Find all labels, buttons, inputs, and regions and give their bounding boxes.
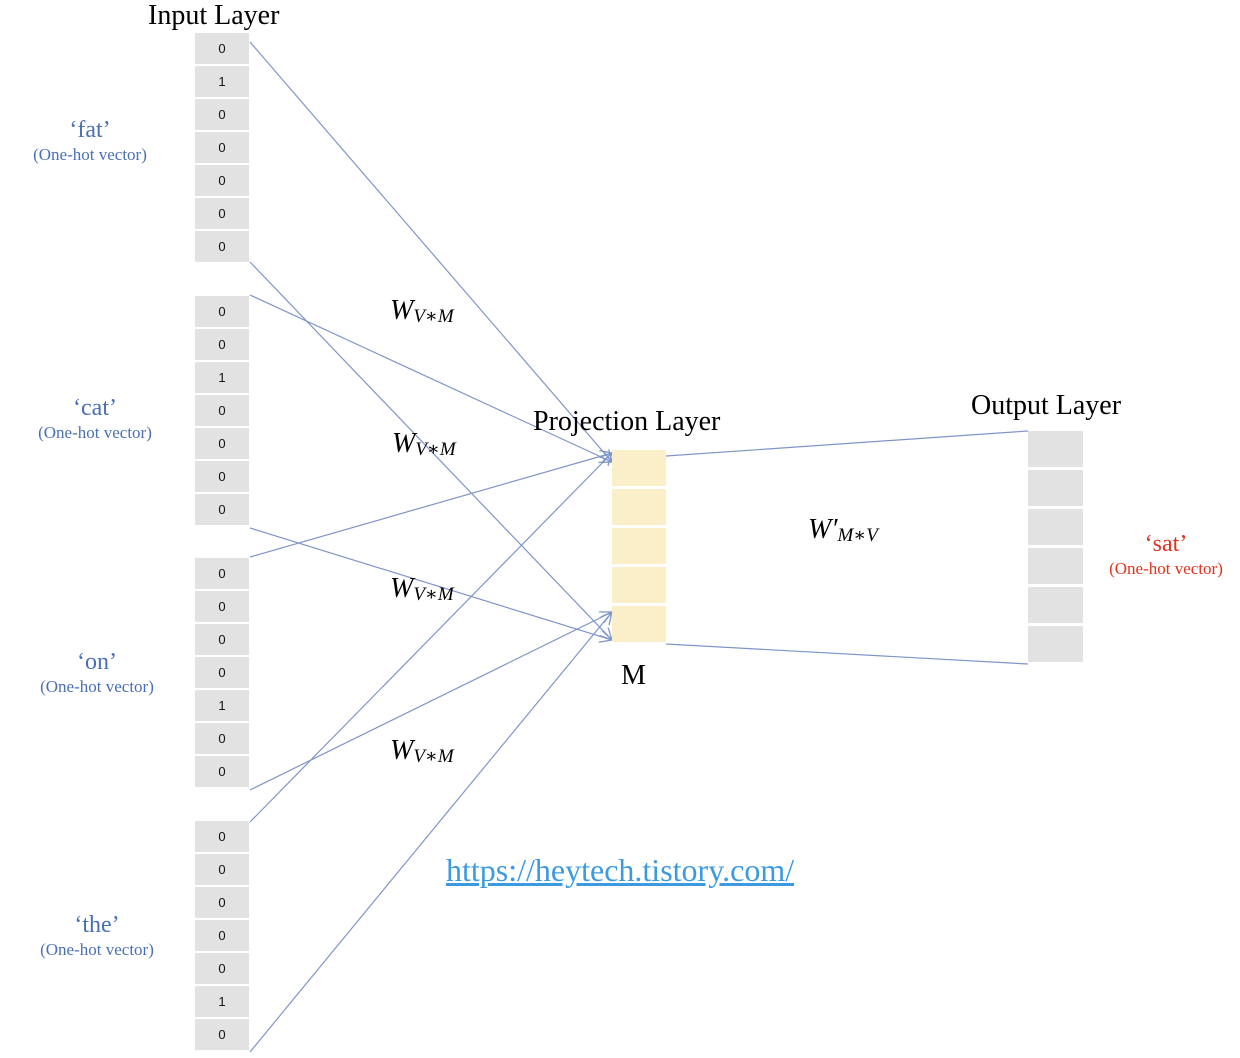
- word-cat-note: (One-hot vector): [38, 423, 152, 442]
- vector-cell: 1: [195, 690, 249, 721]
- weight-symbol-output: W′: [808, 514, 838, 545]
- vector-cell: 1: [195, 66, 249, 97]
- wire-on-top: [249, 453, 612, 558]
- output-layer-vector: [1028, 431, 1083, 665]
- projection-cell: [612, 450, 666, 486]
- vector-cell: 0: [195, 33, 249, 64]
- word-cat: ‘cat’: [73, 395, 117, 421]
- vector-cell: 0: [195, 756, 249, 787]
- vector-cell: 0: [195, 132, 249, 163]
- word-label-on: ‘on’ (One-hot vector): [17, 648, 177, 698]
- vector-cell: 0: [195, 624, 249, 655]
- weight-subscript: V∗M: [413, 584, 454, 605]
- vector-cell: 0: [195, 461, 249, 492]
- projection-cell: [612, 489, 666, 525]
- vector-cell: 0: [195, 887, 249, 918]
- source-link[interactable]: https://heytech.tistory.com/: [446, 852, 795, 888]
- word-label-fat: ‘fat’ (One-hot vector): [10, 116, 170, 166]
- vector-cell: 0: [195, 821, 249, 852]
- vector-cell: 0: [195, 395, 249, 426]
- word-the: ‘the’: [74, 912, 120, 938]
- weight-subscript-output: M∗V: [837, 525, 878, 546]
- weight-label-3: WV∗M: [390, 573, 454, 605]
- vector-cell: 0: [195, 329, 249, 360]
- weight-label-output: W′M∗V: [808, 514, 878, 546]
- projection-cell: [612, 606, 666, 642]
- word-fat: ‘fat’: [69, 117, 111, 143]
- weight-label-1: WV∗M: [390, 295, 454, 327]
- projection-cell: [612, 528, 666, 564]
- projection-cell: [612, 567, 666, 603]
- output-cell: [1028, 509, 1083, 545]
- vector-cell: 0: [195, 296, 249, 327]
- word-the-note: (One-hot vector): [40, 940, 154, 959]
- wire-proj-out-bottom: [665, 643, 1029, 665]
- vector-cell: 1: [195, 362, 249, 393]
- word-on-note: (One-hot vector): [40, 677, 154, 696]
- weight-subscript: V∗M: [413, 306, 454, 327]
- weight-symbol: W: [390, 735, 414, 766]
- weight-subscript: V∗M: [413, 746, 454, 767]
- target-word-note: (One-hot vector): [1109, 559, 1223, 578]
- vector-cell: 0: [195, 953, 249, 984]
- input-layer-title: Input Layer: [148, 0, 280, 31]
- vector-cell: 0: [195, 99, 249, 130]
- vector-cell: 0: [195, 920, 249, 951]
- weight-label-2: WV∗M: [392, 428, 456, 460]
- vector-cell: 0: [195, 1019, 249, 1050]
- vector-cell: 0: [195, 558, 249, 589]
- vector-cell: 0: [195, 723, 249, 754]
- weight-symbol: W: [390, 295, 414, 326]
- output-cell: [1028, 431, 1083, 467]
- vector-cell: 0: [195, 657, 249, 688]
- wire-the-bottom: [249, 612, 612, 1053]
- output-cell: [1028, 470, 1083, 506]
- vector-cell: 0: [195, 591, 249, 622]
- vector-cell: 0: [195, 494, 249, 525]
- weight-label-4: WV∗M: [390, 735, 454, 767]
- word-fat-note: (One-hot vector): [33, 145, 147, 164]
- word-label-the: ‘the’ (One-hot vector): [17, 911, 177, 961]
- vector-cell: 0: [195, 165, 249, 196]
- word-label-cat: ‘cat’ (One-hot vector): [15, 394, 175, 444]
- target-word: ‘sat’: [1144, 531, 1188, 557]
- output-cell: [1028, 587, 1083, 623]
- projection-layer-title: Projection Layer: [533, 406, 721, 437]
- wire-fat-top: [249, 41, 612, 462]
- output-cell: [1028, 626, 1083, 662]
- vector-cell: 1: [195, 986, 249, 1017]
- vector-cell: 0: [195, 428, 249, 459]
- weight-subscript: V∗M: [415, 439, 456, 460]
- output-layer-title: Output Layer: [971, 390, 1122, 421]
- weight-symbol: W: [392, 428, 416, 459]
- projection-size-label: M: [621, 660, 646, 691]
- output-cell: [1028, 548, 1083, 584]
- vector-cell: 0: [195, 854, 249, 885]
- weight-symbol: W: [390, 573, 414, 604]
- vector-cell: 0: [195, 231, 249, 262]
- vector-cell: 0: [195, 198, 249, 229]
- projection-layer-vector: [612, 450, 666, 645]
- target-word-label: ‘sat’ (One-hot vector): [1096, 530, 1236, 580]
- word-on: ‘on’: [77, 649, 117, 675]
